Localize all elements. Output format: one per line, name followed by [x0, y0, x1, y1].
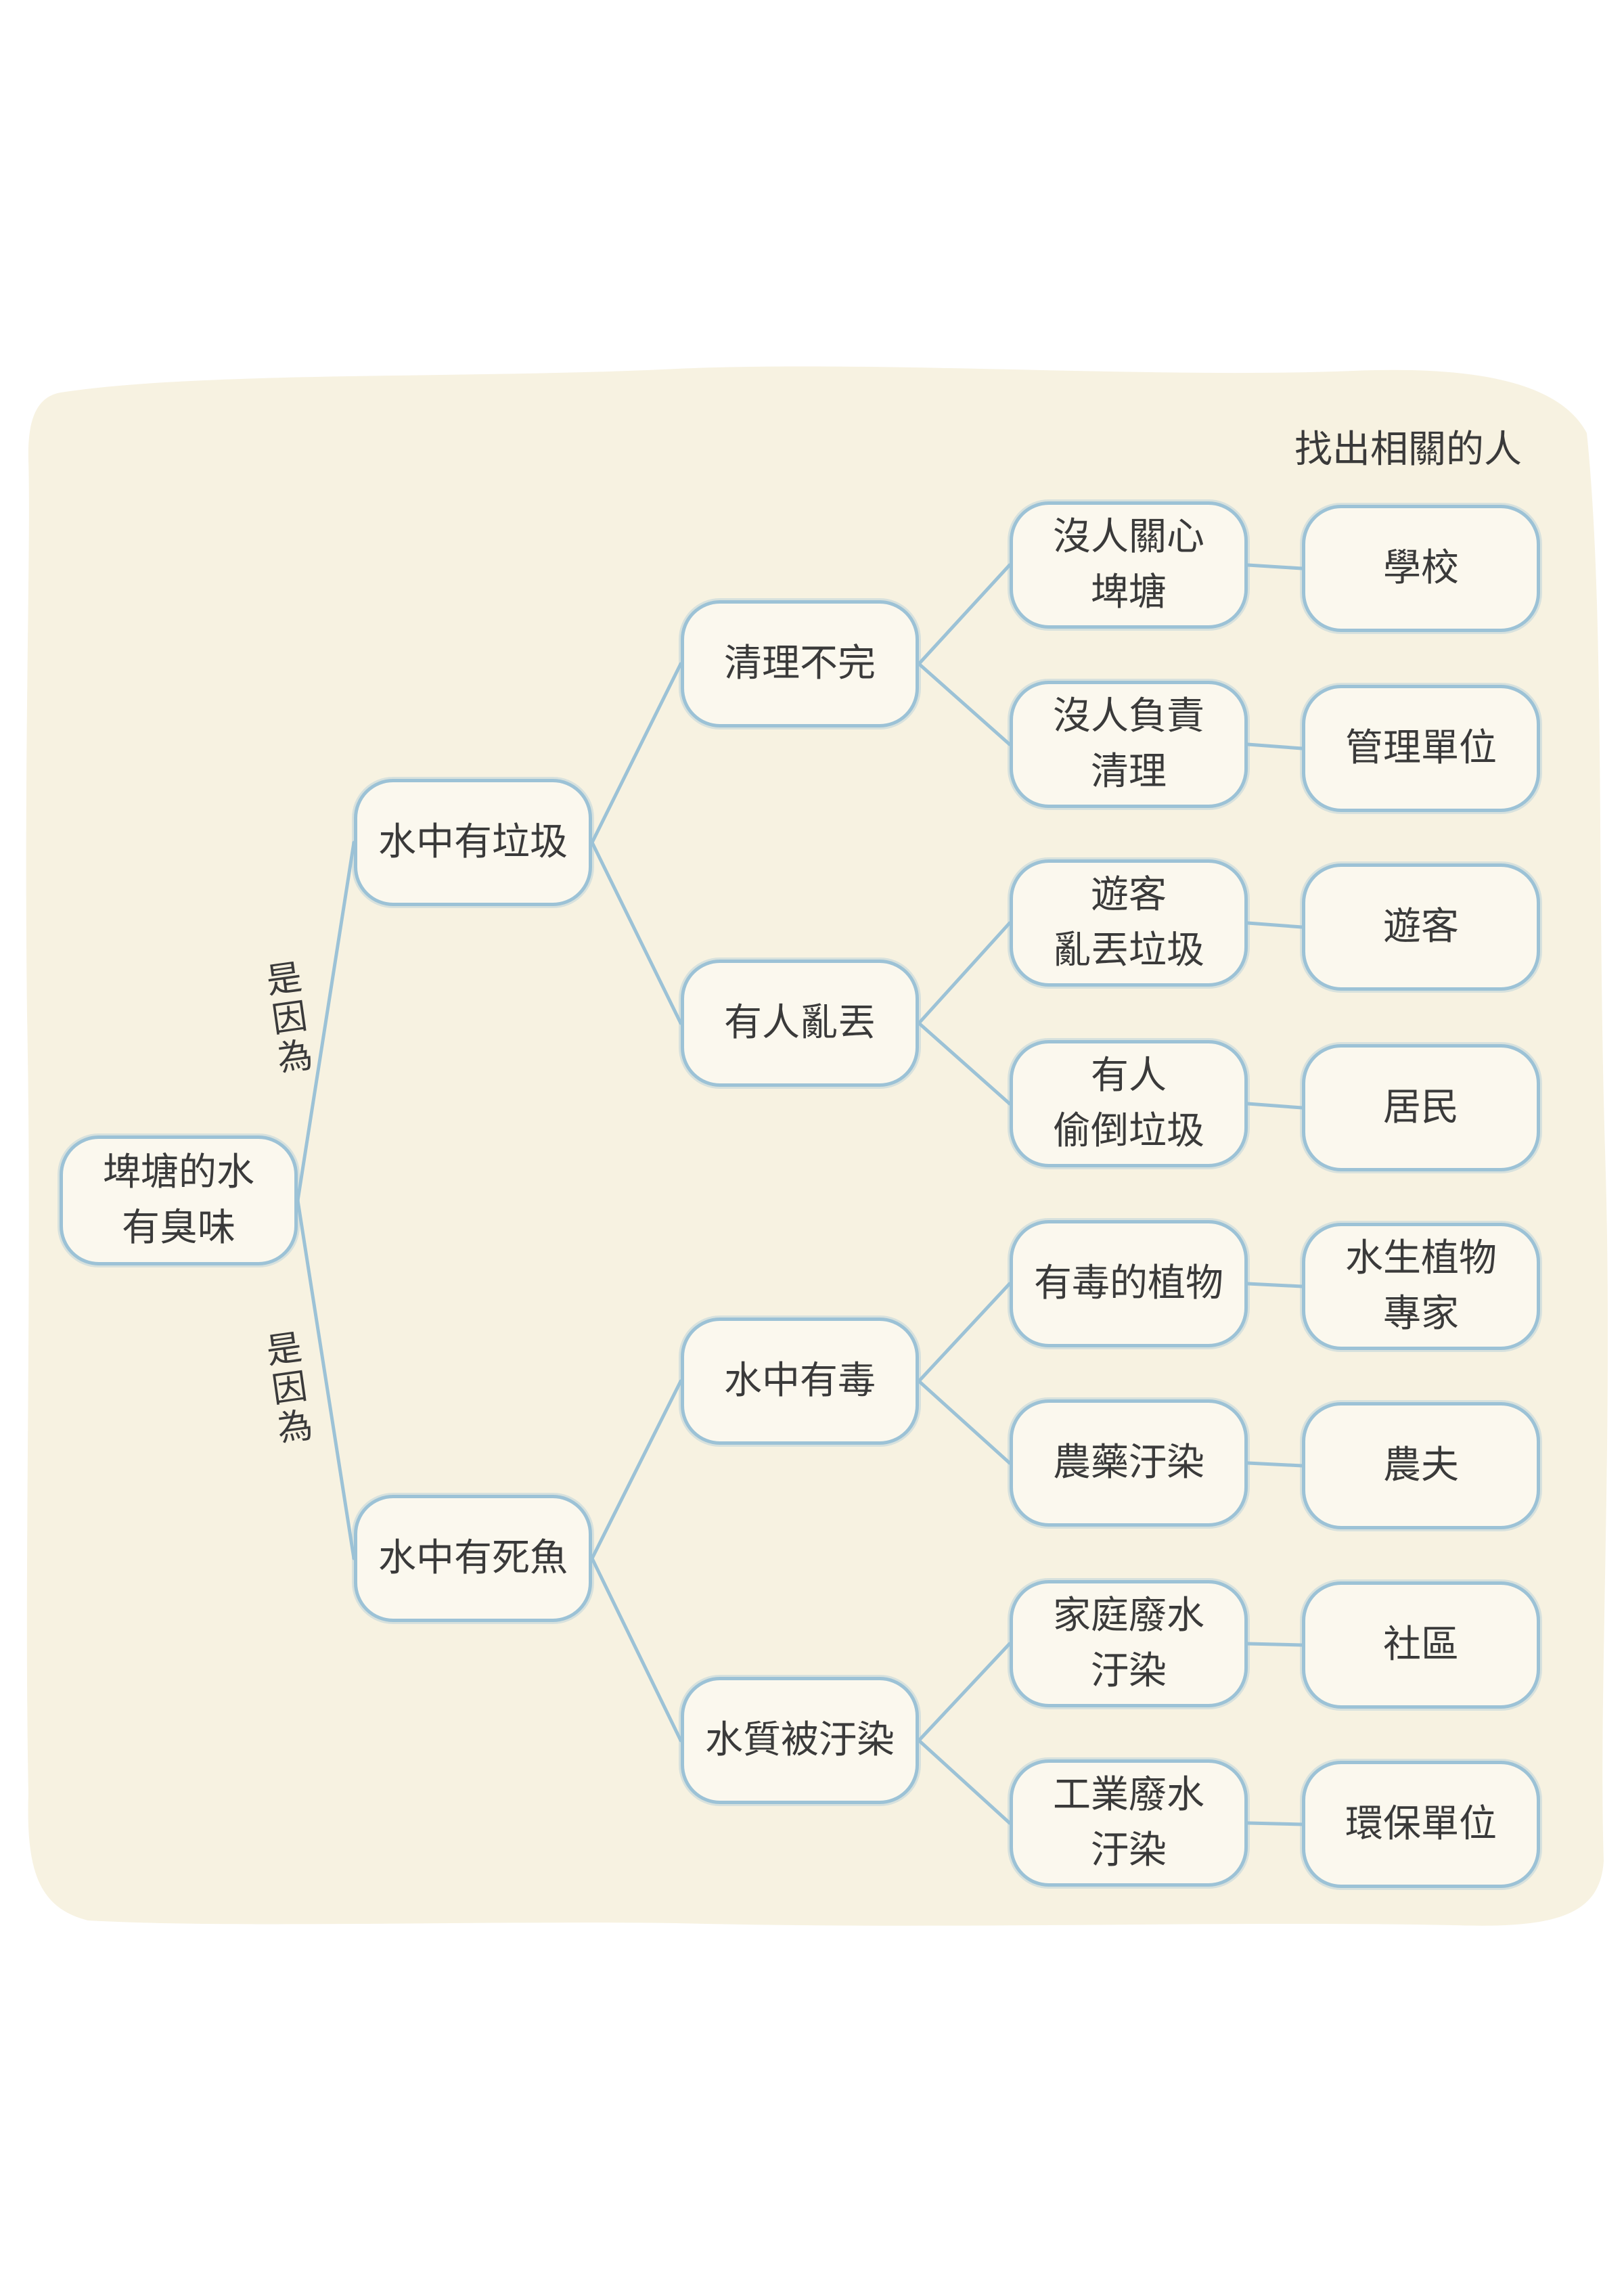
- reason-node: 沒人關心 埤塘: [1010, 501, 1248, 629]
- link-root-dead-fish: [296, 1198, 356, 1560]
- person-node: 居民: [1302, 1044, 1540, 1171]
- person-line: 居民: [1383, 1085, 1459, 1129]
- cause-label: 清理不完: [724, 642, 876, 685]
- link-root-garbage: [296, 840, 356, 1202]
- reason-line: 汙染: [1091, 1649, 1167, 1693]
- reason-node: 有人 偷倒垃圾: [1010, 1040, 1248, 1167]
- reason-line: 汙染: [1091, 1828, 1167, 1872]
- connector-char: 為: [275, 1405, 315, 1450]
- link-cause-reason: [917, 1021, 1012, 1106]
- person-node: 學校: [1302, 505, 1540, 632]
- link-cause-reason: [917, 662, 1012, 746]
- link-reason-person: [1246, 563, 1304, 570]
- reason-line: 亂丟垃圾: [1053, 928, 1204, 972]
- link-reason-person: [1246, 1461, 1304, 1468]
- person-node: 農夫: [1302, 1402, 1540, 1529]
- root-line: 有臭味: [122, 1206, 235, 1250]
- link-cause-reason: [917, 1738, 1012, 1825]
- person-node: 社區: [1302, 1581, 1540, 1709]
- cause-label: 水中有毒: [724, 1359, 876, 1403]
- root-node: 埤塘的水 有臭味: [60, 1135, 298, 1265]
- reason-line: 清理: [1091, 750, 1167, 794]
- link-cause-reason: [917, 563, 1012, 666]
- person-node: 管理單位: [1302, 685, 1540, 812]
- branch-label: 水中有垃圾: [378, 820, 568, 864]
- person-node: 水生植物 專家: [1302, 1223, 1540, 1350]
- link-cause-reason: [917, 1642, 1012, 1742]
- cause-label: 有人亂丟: [724, 1001, 876, 1045]
- cause-node: 有人亂丟: [681, 960, 919, 1087]
- person-node: 環保單位: [1302, 1761, 1540, 1888]
- related-people-heading: 找出相關的人: [1294, 428, 1522, 472]
- cause-node: 清理不完: [681, 600, 919, 727]
- reason-line: 工業廢水: [1053, 1773, 1204, 1817]
- connector-char: 是: [263, 1327, 304, 1372]
- reason-line: 有毒的植物: [1034, 1261, 1223, 1305]
- reason-node: 家庭廢水 汙染: [1010, 1580, 1248, 1707]
- link-reason-person: [1246, 921, 1304, 929]
- connector-char: 因: [269, 995, 310, 1041]
- link-reason-person: [1246, 1642, 1304, 1647]
- reason-node: 遊客 亂丟垃圾: [1010, 859, 1248, 987]
- person-line: 社區: [1383, 1623, 1459, 1667]
- link-garbage-cause: [590, 662, 683, 845]
- connector-char: 為: [275, 1035, 315, 1080]
- link-dead-fish-cause: [590, 1556, 683, 1742]
- person-node: 遊客: [1302, 863, 1540, 991]
- connector-char: 是: [263, 957, 304, 1002]
- reason-line: 有人: [1091, 1054, 1167, 1098]
- reason-node: 沒人負責 清理: [1010, 681, 1248, 808]
- branch-node-dead-fish: 水中有死魚: [354, 1495, 592, 1622]
- link-garbage-cause: [590, 840, 683, 1025]
- person-line: 農夫: [1383, 1443, 1459, 1487]
- reason-node: 工業廢水 汙染: [1010, 1759, 1248, 1887]
- reason-node: 有毒的植物: [1010, 1220, 1248, 1347]
- link-reason-person: [1246, 1102, 1304, 1110]
- cause-node: 水質被汙染: [681, 1677, 919, 1804]
- link-reason-person: [1246, 1282, 1304, 1288]
- reason-line: 沒人負責: [1053, 694, 1204, 738]
- person-line: 水生植物: [1345, 1236, 1497, 1280]
- branch-label: 水中有死魚: [378, 1536, 568, 1580]
- link-cause-reason: [917, 1379, 1012, 1465]
- link-dead-fish-cause: [590, 1379, 683, 1560]
- reason-line: 遊客: [1091, 873, 1167, 917]
- cause-node: 水中有毒: [681, 1318, 919, 1445]
- person-line: 專家: [1383, 1292, 1459, 1336]
- link-cause-reason: [917, 921, 1012, 1025]
- reason-line: 沒人關心: [1053, 515, 1204, 559]
- person-line: 環保單位: [1345, 1802, 1497, 1846]
- reason-line: 埤塘: [1091, 570, 1167, 614]
- branch-node-garbage: 水中有垃圾: [354, 779, 592, 906]
- link-reason-person: [1246, 1821, 1304, 1826]
- reason-line: 家庭廢水: [1053, 1594, 1204, 1638]
- connector-char: 因: [269, 1366, 310, 1412]
- link-reason-person: [1246, 742, 1304, 750]
- link-cause-reason: [917, 1282, 1012, 1383]
- root-line: 埤塘的水: [103, 1150, 254, 1194]
- person-line: 學校: [1383, 546, 1459, 590]
- reason-line: 農藥汙染: [1053, 1441, 1204, 1485]
- cause-label: 水質被汙染: [705, 1718, 895, 1762]
- person-line: 管理單位: [1345, 726, 1497, 770]
- reason-line: 偷倒垃圾: [1053, 1109, 1204, 1153]
- person-line: 遊客: [1383, 905, 1459, 949]
- reason-node: 農藥汙染: [1010, 1399, 1248, 1527]
